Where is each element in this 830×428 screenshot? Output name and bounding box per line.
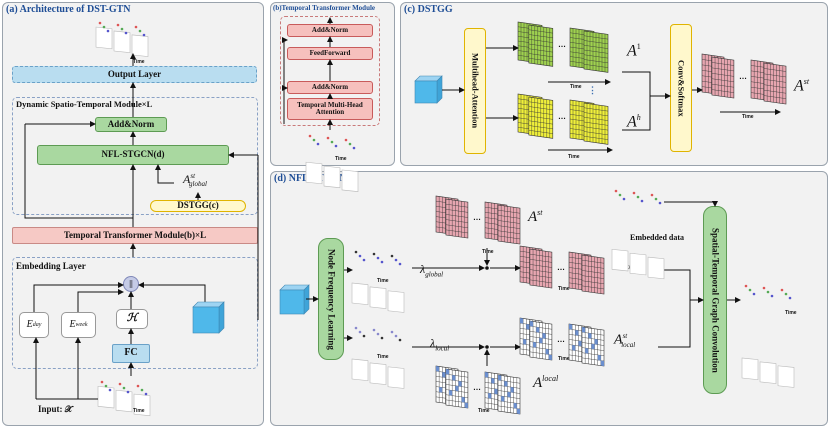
a-local-main-d: A <box>614 332 623 348</box>
nfl-box: Node Frequency Learning <box>318 238 344 360</box>
e-week-main: E <box>69 318 76 330</box>
a-local-sub-d: local <box>621 341 636 350</box>
panel-a-title: (a) Architecture of DST-GTN <box>6 4 131 15</box>
h-box: ℋ <box>116 309 148 329</box>
output-layer: Output Layer <box>12 66 257 83</box>
ast-label-d: Ast <box>528 208 543 226</box>
panel-d-title: (d) NFL-STGCN <box>274 173 347 184</box>
concat-node: || <box>123 276 139 292</box>
panel-c-title: (c) DSTGG <box>404 4 453 15</box>
ah-main: A <box>627 113 637 131</box>
lambda-global-sub: global <box>425 270 444 279</box>
alocal-sup: local <box>542 374 559 383</box>
ah-sup: h <box>636 113 641 122</box>
dstgg-box-a: DSTGG(c) <box>150 200 246 212</box>
stgc-box: Spatial-Temporal Graph Convolution <box>703 206 727 394</box>
panel-b-title: (b)Temporal Transformer Module <box>273 4 376 12</box>
e-day-main: E <box>26 318 33 330</box>
temporal-module-a: Temporal Transformer Module(b)×L <box>12 227 258 244</box>
lambda-local-main: λ <box>430 336 436 350</box>
a-global-main: A <box>183 172 191 186</box>
a1-sup: 1 <box>636 42 641 51</box>
est-cube-d-label: Eˢᵗ <box>282 295 293 304</box>
ah-label: Ah <box>627 113 641 131</box>
a-local-sup-d: st <box>622 332 628 340</box>
a-local-label-d: Astlocal <box>614 332 635 349</box>
embedding-title: Embedding Layer <box>16 261 86 271</box>
a1-label: A1 <box>627 42 641 60</box>
nfl-label: Node Frequency Learning <box>326 248 337 350</box>
dst-module-title: Dynamic Spatio-Temporal Module×L <box>16 99 153 109</box>
ast-label-c: Ast <box>794 77 809 95</box>
nfl-stgcn-a: NFL-STGCN(d) <box>37 145 229 165</box>
mha-box: Multihead-Attention <box>464 28 486 154</box>
ast-main-d: A <box>528 209 538 225</box>
a-global-label-d: Astglobal <box>614 254 639 271</box>
lambda-local-sub: local <box>435 344 450 353</box>
a1-main: A <box>627 42 637 60</box>
a-global-sub-d: global <box>621 263 640 272</box>
alocal-label: Alocal <box>533 374 558 392</box>
lambda-global-label: λglobal <box>420 262 443 278</box>
conv-softmax-label: Conv&Softmax <box>676 59 687 117</box>
e-week-sup: week <box>75 321 88 328</box>
e-day-sup: day <box>32 321 42 328</box>
a-global-label-a: Astglobal <box>183 172 207 188</box>
a-global-sup: st <box>190 172 196 180</box>
mha-label: Multihead-Attention <box>470 53 481 129</box>
input-label: Input: 𝒳 <box>38 404 73 414</box>
a-global-sub: global <box>189 180 207 189</box>
stgc-label: Spatial-Temporal Graph Convolution <box>710 227 721 373</box>
est-cube-a-label: Eˢᵗ <box>197 316 208 325</box>
feedforward-b: FeedForward <box>287 47 373 60</box>
lambda-local-label: λlocal <box>430 336 449 352</box>
ast-sup-c: st <box>803 77 810 86</box>
embedded-data-label: Embedded data <box>630 233 685 242</box>
ast-sup-d: st <box>537 208 543 217</box>
est-cube-c-label: Eˢᵗ <box>418 91 429 100</box>
add-norm-b-top: Add&Norm <box>287 24 373 37</box>
add-norm-b-bottom: Add&Norm <box>287 81 373 94</box>
fc-box: FC <box>112 344 150 363</box>
temporal-attention-b: Temporal Multi-Head Attention <box>287 98 373 120</box>
conv-softmax-box: Conv&Softmax <box>670 24 692 152</box>
ast-main-c: A <box>794 77 804 95</box>
alocal-main: A <box>533 375 543 391</box>
lambda-global-main: λ <box>420 262 426 276</box>
add-norm-a: Add&Norm <box>95 117 167 132</box>
a-global-sup-d: st <box>622 254 628 262</box>
